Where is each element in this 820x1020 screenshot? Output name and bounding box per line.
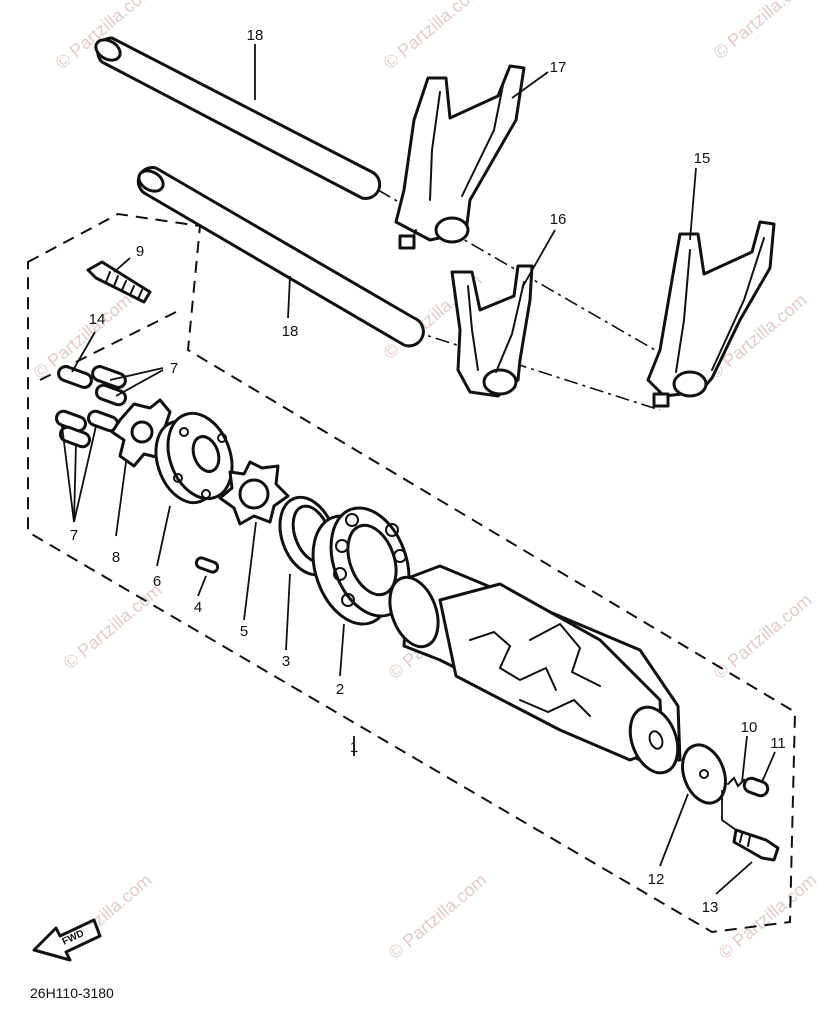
callout-8: 8 — [112, 549, 120, 566]
callout-1: 1 — [350, 739, 358, 756]
watermark: © Partzilla.com — [710, 590, 816, 683]
callout-12: 12 — [648, 871, 665, 888]
watermark: © Partzilla.com — [710, 0, 816, 63]
shift-fork-15 — [646, 220, 776, 408]
watermark: © Partzilla.com — [385, 870, 491, 963]
screw-13 — [732, 828, 780, 862]
callout-7-lower: 7 — [70, 527, 78, 544]
bearing-2 — [311, 506, 411, 626]
leader-lines — [61, 44, 776, 895]
callout-14: 14 — [89, 311, 106, 328]
rod-axis-line — [409, 329, 661, 411]
shift-cam-1 — [388, 564, 682, 775]
pins-7-lower — [54, 409, 120, 449]
callout-17: 17 — [550, 59, 567, 76]
shift-fork-guide-bar-lower — [136, 166, 425, 348]
callout-13: 13 — [702, 899, 719, 916]
callout-15: 15 — [694, 150, 711, 167]
callout-9: 9 — [136, 243, 144, 260]
callout-6: 6 — [153, 573, 161, 590]
watermark: © Partzilla.com — [60, 580, 166, 673]
shift-fork-16 — [450, 264, 534, 398]
callout-numbers: 18 17 15 16 9 18 14 7 7 8 6 4 5 3 2 1 10… — [70, 27, 786, 916]
drawing-code: 26H110-3180 — [30, 985, 114, 1001]
cam-5 — [218, 460, 290, 526]
callout-18-lower: 18 — [282, 323, 299, 340]
callout-5: 5 — [240, 623, 248, 640]
shift-fork-17 — [394, 64, 526, 250]
pin-11 — [742, 776, 770, 798]
screw-9 — [86, 260, 152, 304]
callout-4: 4 — [194, 599, 202, 616]
pin-14 — [57, 365, 93, 389]
callout-16: 16 — [550, 211, 567, 228]
callout-2: 2 — [336, 681, 344, 698]
plate-12 — [681, 743, 727, 805]
assembly-boundary — [27, 212, 797, 934]
shift-fork-guide-bar-upper — [94, 36, 382, 200]
watermark: © Partzilla.com — [380, 0, 486, 73]
pin-4 — [194, 556, 220, 574]
callout-18-upper: 18 — [247, 27, 264, 44]
forward-arrow-icon: FWD — [32, 918, 102, 962]
watermark: © Partzilla.com — [715, 870, 820, 963]
callout-7-upper: 7 — [170, 360, 178, 377]
callout-11: 11 — [770, 735, 786, 752]
pins-7-upper — [91, 365, 128, 407]
watermark: © Partzilla.com — [30, 290, 136, 383]
callout-3: 3 — [282, 653, 290, 670]
callout-10: 10 — [741, 719, 758, 736]
segment-6 — [154, 411, 234, 505]
